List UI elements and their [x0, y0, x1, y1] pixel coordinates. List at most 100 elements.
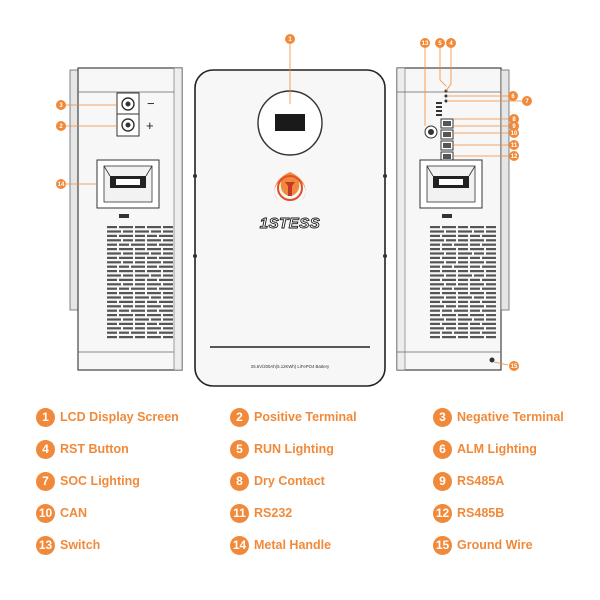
- vent-slot: [486, 283, 496, 286]
- callout-6: 6: [508, 91, 518, 101]
- vent-slot: [430, 287, 440, 290]
- vent-slot: [486, 274, 496, 277]
- vent-slot: [151, 252, 161, 255]
- vent-slot: [470, 234, 480, 237]
- vent-slot: [458, 296, 472, 299]
- vent-slot: [458, 270, 468, 273]
- callout-13: 13: [420, 38, 430, 48]
- legend-item-5: 5 RUN Lighting: [230, 438, 334, 460]
- vent-slot: [159, 309, 173, 312]
- legend-number: 8: [230, 471, 249, 491]
- vent-slot: [107, 252, 121, 255]
- svg-text:14: 14: [58, 182, 65, 188]
- legend-item-12: 12 RS485B: [433, 502, 504, 524]
- vent-slot: [470, 248, 484, 251]
- vent-slot: [147, 248, 161, 251]
- legend-number: 4: [36, 439, 55, 459]
- vent-slot: [147, 327, 161, 330]
- vent-slot: [107, 243, 117, 246]
- vent-slot: [135, 296, 149, 299]
- vent-slot: [446, 318, 456, 321]
- vent-slot: [470, 292, 484, 295]
- vent-slot: [107, 239, 121, 242]
- vent-slot: [107, 230, 121, 233]
- vent-slot: [430, 239, 444, 242]
- vent-slot: [486, 305, 496, 308]
- vent-slot: [131, 287, 145, 290]
- vent-slot: [107, 248, 117, 251]
- brand-logo-text: 1STESS: [260, 215, 321, 232]
- vent-slot: [107, 270, 117, 273]
- vent-slot: [147, 283, 161, 286]
- vent-slot: [163, 327, 173, 330]
- callout-2: 2: [56, 121, 66, 131]
- vent-slot: [147, 243, 157, 246]
- legend-number: 9: [433, 471, 452, 491]
- positive-symbol: +: [146, 118, 154, 133]
- callout-15: 15: [509, 361, 519, 371]
- callout-lines: [66, 44, 522, 366]
- vent-slot: [458, 327, 468, 330]
- vent-slot: [442, 256, 456, 259]
- vent-slot: [119, 287, 129, 290]
- vent-slot: [430, 256, 440, 259]
- vent-slot: [486, 336, 496, 339]
- vent-slot: [119, 270, 133, 273]
- vent-slot: [430, 327, 444, 330]
- vent-slot: [442, 278, 456, 281]
- vent-slot: [446, 283, 456, 286]
- vent-slot: [470, 327, 484, 330]
- svg-text:13: 13: [422, 41, 429, 47]
- legend-number: 2: [230, 407, 249, 427]
- vent-slot: [458, 239, 468, 242]
- vent-slot: [147, 270, 161, 273]
- vent-slot: [147, 234, 157, 237]
- vent-slot: [430, 234, 440, 237]
- vent-slot: [147, 226, 161, 229]
- svg-text:6: 6: [511, 94, 515, 100]
- callout-5: 5: [435, 38, 445, 48]
- vent-slot: [123, 261, 133, 264]
- callout-10: 10: [509, 128, 519, 138]
- vent-slot: [458, 283, 468, 286]
- vent-slot: [163, 305, 173, 308]
- vent-slot: [482, 322, 496, 325]
- vent-slot: [446, 252, 456, 255]
- vent-slot: [470, 322, 480, 325]
- positive-terminal: +: [116, 113, 154, 137]
- vent-slot: [107, 314, 117, 317]
- vent-slot: [442, 287, 452, 290]
- svg-text:11: 11: [511, 143, 518, 149]
- vent-slot: [151, 274, 161, 277]
- metal-handle-right: [419, 159, 483, 209]
- legend-number: 13: [36, 535, 55, 555]
- vent-slot: [163, 252, 173, 255]
- vent-slot: [430, 292, 440, 295]
- vent-slot: [454, 243, 468, 246]
- vent-slot: [147, 314, 161, 317]
- vent-slot: [159, 256, 173, 259]
- svg-text:5: 5: [438, 41, 442, 47]
- vent-slot: [107, 322, 117, 325]
- vent-slot: [107, 331, 117, 334]
- vent-slot: [470, 261, 484, 264]
- vent-slot: [430, 318, 444, 321]
- legend-label: LCD Display Screen: [60, 410, 179, 424]
- callout-12: 12: [509, 151, 519, 161]
- vent-slot: [135, 327, 145, 330]
- brand-logo: 1STESS: [259, 172, 321, 232]
- vent-slot: [131, 309, 145, 312]
- vent-slot: [135, 300, 145, 303]
- vent-slot: [119, 331, 129, 334]
- vent-slot: [470, 265, 480, 268]
- vent-slot: [147, 309, 157, 312]
- legend-number: 5: [230, 439, 249, 459]
- svg-text:2: 2: [59, 124, 63, 130]
- vent-slot: [123, 296, 133, 299]
- svg-text:10: 10: [511, 131, 518, 137]
- vent-slot: [430, 314, 440, 317]
- legend-item-2: 2 Positive Terminal: [230, 406, 357, 428]
- vent-slot: [119, 248, 133, 251]
- vent-slot: [446, 274, 456, 277]
- right-side-view: [396, 67, 510, 371]
